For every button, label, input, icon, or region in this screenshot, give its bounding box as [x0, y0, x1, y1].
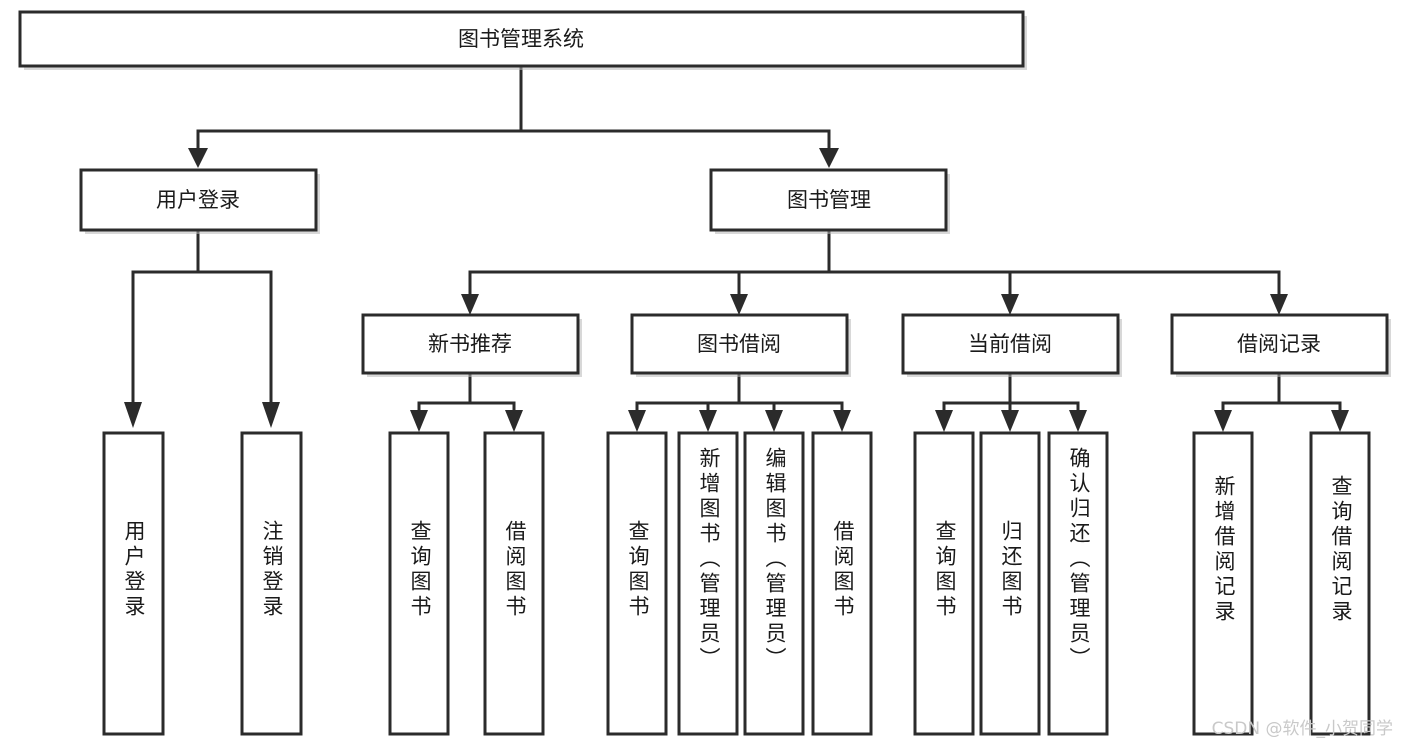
node-current-borrow[interactable]: 当前借阅 [901, 313, 1122, 377]
node-leaf-confirm-return-label: 确认归还（管理员） [1067, 447, 1091, 672]
node-book-manage-box [709, 168, 948, 232]
node-leaf-query-book-2-box [606, 431, 668, 736]
node-book-borrow-label: 图书借阅 [697, 332, 781, 356]
node-leaf-add-record-label: 新增借阅记录 [1212, 475, 1236, 625]
node-leaf-add-book-box [677, 431, 739, 736]
node-leaf-edit-book[interactable]: 编辑图书（管理员） [743, 431, 805, 736]
node-new-book-rec-label: 新书推荐 [428, 332, 512, 356]
arrowhead-leaf-borrow-book-1 [505, 410, 523, 432]
node-leaf-query-book-3-label: 查询图书 [933, 520, 957, 620]
node-borrow-record-box [1170, 313, 1389, 375]
arrowhead-leaf-query-book-2 [628, 410, 646, 432]
node-leaf-borrow-book-1-label: 借阅图书 [503, 520, 527, 620]
node-user-login[interactable]: 用户登录 [79, 168, 320, 234]
arrowhead-leaf-edit-book [765, 410, 783, 432]
node-current-borrow-box [901, 313, 1120, 375]
node-leaf-logout[interactable]: 注销登录 [240, 431, 303, 736]
node-root-box [18, 10, 1025, 68]
node-leaf-edit-book-label: 编辑图书（管理员） [763, 447, 787, 672]
arrowhead-leaf-logout [262, 402, 280, 428]
node-leaf-return-book-box [979, 431, 1041, 736]
node-new-book-rec-box [361, 313, 580, 375]
node-leaf-query-book-2-label: 查询图书 [626, 520, 650, 620]
node-leaf-borrow-book-1-box [483, 431, 545, 736]
node-leaf-query-book-1-label: 查询图书 [408, 520, 432, 620]
arrowhead-book-manage [819, 148, 839, 168]
arrowhead-leaf-add-book [699, 410, 717, 432]
node-leaf-query-book-1-box [388, 431, 450, 736]
node-leaf-query-book-3-box [913, 431, 975, 736]
node-leaf-confirm-return-box [1047, 431, 1109, 736]
arrowhead-borrow-record [1270, 294, 1288, 315]
node-leaf-add-book-label: 新增图书（管理员） [697, 447, 721, 672]
node-leaf-user-login[interactable]: 用户登录 [102, 431, 165, 736]
node-book-borrow[interactable]: 图书借阅 [630, 313, 851, 377]
arrowhead-leaf-add-record [1214, 410, 1232, 432]
node-leaf-borrow-book-2-box [811, 431, 873, 736]
node-book-manage-label: 图书管理 [787, 188, 871, 212]
node-leaf-logout-box [240, 431, 303, 736]
node-leaf-add-book[interactable]: 新增图书（管理员） [677, 431, 739, 736]
node-leaf-user-login-label: 用户登录 [122, 520, 146, 620]
node-new-book-rec[interactable]: 新书推荐 [361, 313, 582, 377]
node-book-borrow-box [630, 313, 849, 375]
arrowhead-book-borrow [730, 294, 748, 315]
node-leaf-borrow-book-2[interactable]: 借阅图书 [811, 431, 873, 736]
arrowhead-leaf-query-book-1 [410, 410, 428, 432]
node-user-login-label: 用户登录 [156, 188, 240, 212]
node-leaf-user-login-box [102, 431, 165, 736]
arrowhead-leaf-user-login [124, 402, 142, 428]
arrowhead-current-borrow [1001, 294, 1019, 315]
arrowhead-leaf-query-book-3 [935, 410, 953, 432]
node-leaf-return-book-label: 归还图书 [999, 520, 1023, 620]
node-leaf-query-book-1[interactable]: 查询图书 [388, 431, 450, 736]
node-leaf-query-record[interactable]: 查询借阅记录 [1309, 431, 1371, 736]
node-leaf-query-book-3[interactable]: 查询图书 [913, 431, 975, 736]
arrowhead-user-login [188, 148, 208, 168]
node-leaf-query-book-2[interactable]: 查询图书 [606, 431, 668, 736]
node-leaf-confirm-return[interactable]: 确认归还（管理员） [1047, 431, 1109, 736]
node-leaf-borrow-book-1[interactable]: 借阅图书 [483, 431, 545, 736]
arrowhead-new-book-rec [461, 294, 479, 315]
node-user-login-box [79, 168, 318, 232]
node-borrow-record-label: 借阅记录 [1237, 332, 1321, 356]
node-leaf-return-book[interactable]: 归还图书 [979, 431, 1041, 736]
arrowhead-leaf-confirm-return [1069, 410, 1087, 432]
node-root-label: 图书管理系统 [458, 27, 584, 51]
node-current-borrow-label: 当前借阅 [968, 332, 1052, 356]
connector-layer [124, 65, 1349, 432]
node-leaf-logout-label: 注销登录 [260, 520, 284, 620]
node-leaf-query-record-box [1309, 431, 1371, 736]
arrowhead-leaf-return-book [1001, 410, 1019, 432]
arrowhead-leaf-query-record [1331, 410, 1349, 432]
node-borrow-record[interactable]: 借阅记录 [1170, 313, 1391, 377]
node-leaf-borrow-book-2-label: 借阅图书 [831, 520, 855, 620]
node-leaf-edit-book-box [743, 431, 805, 736]
arrowhead-leaf-borrow-book-2 [833, 410, 851, 432]
node-root[interactable]: 图书管理系统 [18, 10, 1027, 70]
node-leaf-query-record-label: 查询借阅记录 [1329, 475, 1353, 625]
node-book-manage[interactable]: 图书管理 [709, 168, 950, 234]
node-leaf-add-record[interactable]: 新增借阅记录 [1192, 431, 1254, 736]
node-leaf-add-record-box [1192, 431, 1254, 736]
